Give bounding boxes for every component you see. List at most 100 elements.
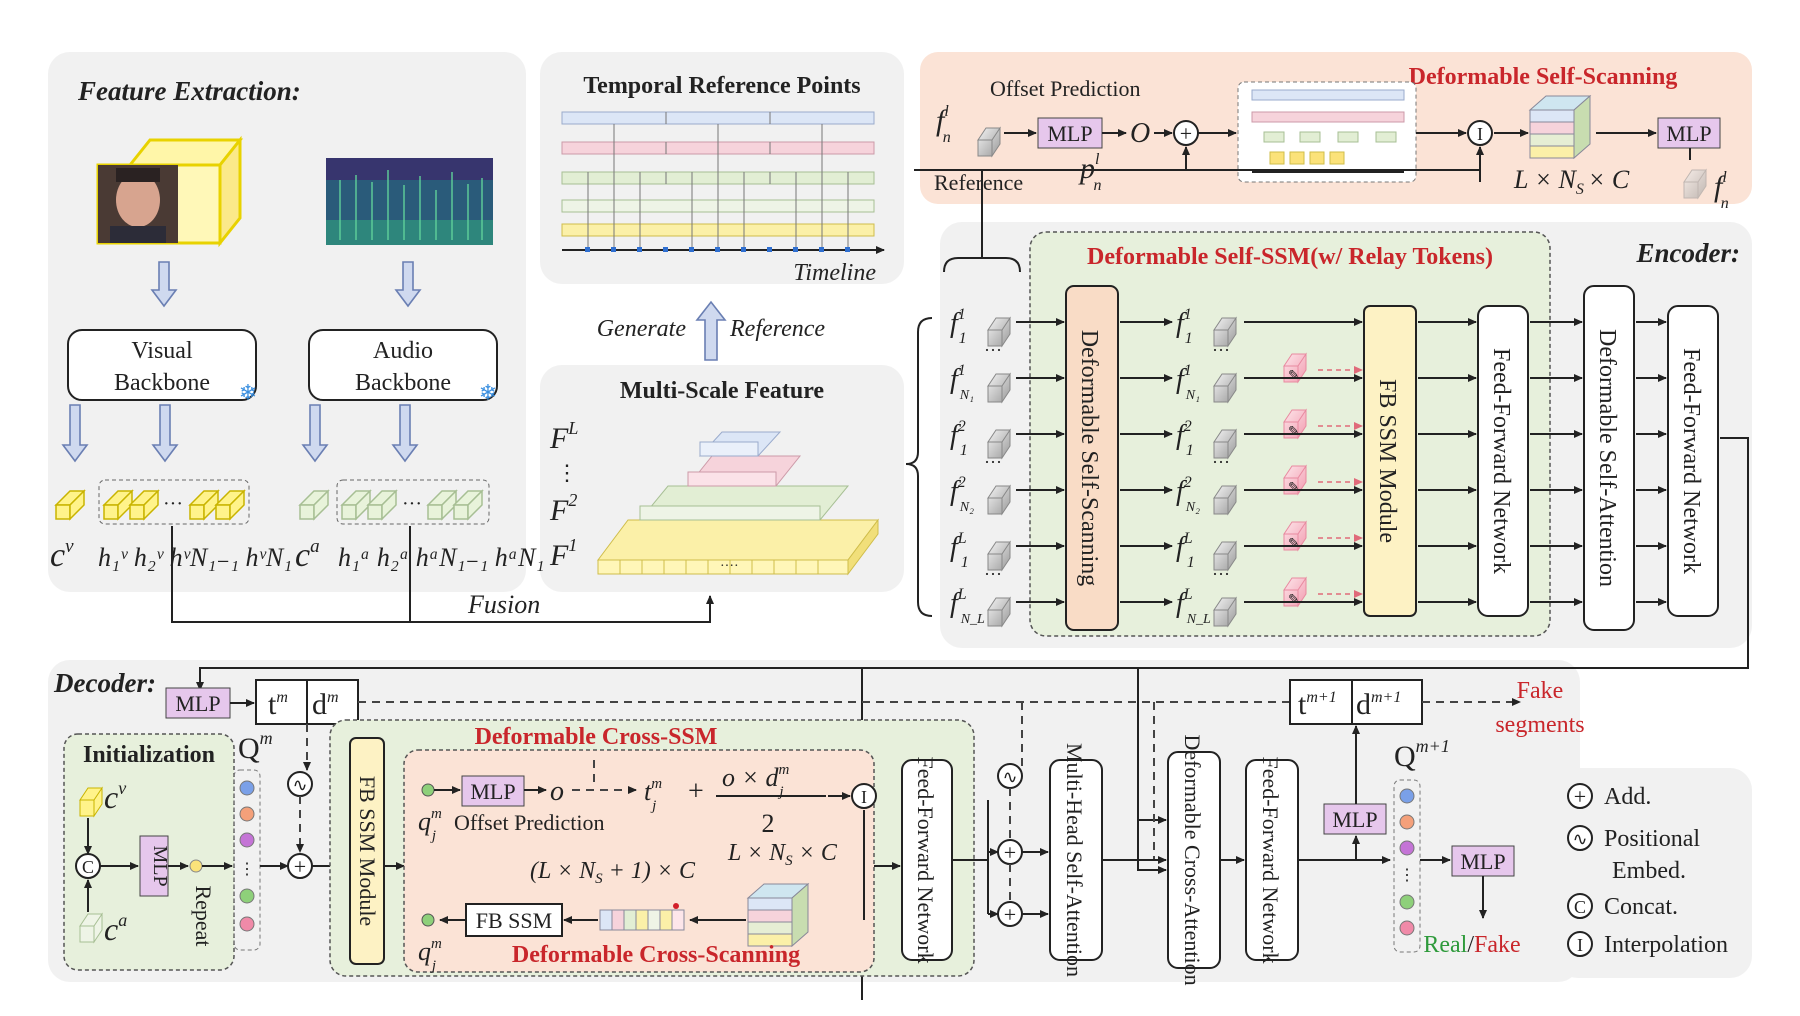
real-fake-label: Real/Fake xyxy=(1423,932,1520,958)
generate-label: Generate xyxy=(597,316,687,342)
temporal-title: Temporal Reference Points xyxy=(583,73,860,99)
mhsa-label: Multi-Head Self-Attention xyxy=(1062,743,1087,977)
interp-glyph: I xyxy=(861,787,867,807)
decoder-mlp-label: MLP xyxy=(175,691,220,716)
dca-label: Deformable Cross-Attention xyxy=(1180,734,1205,985)
legend-add: Add. xyxy=(1604,784,1651,810)
tm1-label: tm+1 xyxy=(1298,688,1337,721)
fb-ssm-module-label: FB SSM Module xyxy=(1374,379,1400,543)
init-cv-label: cv xyxy=(104,778,126,815)
encoder-title: Encoder: xyxy=(1636,238,1741,268)
svg-text:∿: ∿ xyxy=(1572,829,1587,849)
token-cube-icon xyxy=(79,786,103,818)
visual-backbone-box xyxy=(67,329,257,401)
formula-two: 2 xyxy=(762,809,775,838)
fusion-arrow xyxy=(171,526,714,623)
add-plus-glyph: + xyxy=(1004,902,1016,927)
audio-backbone-box xyxy=(308,329,498,401)
mlp-up-box xyxy=(1323,803,1387,835)
qm-stack xyxy=(233,769,261,951)
decoder-ffn-label: Feed-Forward Network xyxy=(913,756,938,963)
feature-cube-icon xyxy=(746,882,810,948)
fake-segments-label-2: segments xyxy=(1495,712,1584,738)
token-cube-icon xyxy=(1683,168,1707,200)
cross-mlp-box xyxy=(461,775,525,807)
video-clip-icon xyxy=(96,135,244,248)
visual-backbone-label-1: Visual xyxy=(131,338,193,364)
token-cube-icon xyxy=(977,126,1001,158)
offset-prediction-label: Offset Prediction xyxy=(990,76,1141,101)
pos-embed-glyph: ∿ xyxy=(1002,767,1017,787)
o-label: O xyxy=(1130,118,1150,149)
svg-text:····: ···· xyxy=(720,559,739,574)
cross-fb-ssm-label: FB SSM xyxy=(476,908,552,933)
svg-text:···: ··· xyxy=(163,493,183,515)
ellipsis-vertical: ⋮ xyxy=(556,460,578,485)
query-dot xyxy=(189,859,203,873)
svg-text:C: C xyxy=(1574,897,1586,917)
mlp-out-box xyxy=(1451,845,1515,877)
legend: + Add. ∿ Positional Embed. C Concat. I I… xyxy=(1567,783,1728,958)
svg-text:✎: ✎ xyxy=(1288,593,1300,608)
svg-text:⋮: ⋮ xyxy=(1399,867,1415,884)
dsa-label: Deformable Self-Attention xyxy=(1594,329,1620,587)
deformable-self-scanning-box xyxy=(1065,285,1119,631)
tm-label: tm xyxy=(268,688,288,721)
token-cube-icon xyxy=(79,912,103,944)
decoder-title: Decoder: xyxy=(53,668,156,698)
feature-extraction-title: Feature Extraction: xyxy=(77,76,301,106)
pos-embed-glyph: ∿ xyxy=(292,775,307,795)
cv-label: cv xyxy=(50,536,74,574)
initialization-title: Initialization xyxy=(83,742,215,768)
multiscale-pyramid: ···· xyxy=(597,431,879,576)
interp-glyph: I xyxy=(1477,124,1483,144)
feature-cube-icon xyxy=(1528,94,1592,160)
audio-backbone-label-2: Backbone xyxy=(355,370,451,396)
qm-label: Qm xyxy=(238,728,273,765)
spectrogram-icon xyxy=(326,158,493,245)
dss-shape-label: L × NS× C xyxy=(1513,165,1630,198)
f1-label: F1 xyxy=(549,535,577,572)
add-plus-glyph: + xyxy=(294,854,306,879)
visual-tokens: ··· xyxy=(54,479,250,525)
dss-reference-label: Reference xyxy=(934,170,1023,195)
dss-mlp2-label: MLP xyxy=(1666,121,1711,146)
svg-text:✎: ✎ xyxy=(1288,481,1300,496)
formula-len: (L × NS + 1) × C xyxy=(530,858,696,887)
brace-top-icon xyxy=(943,257,1021,273)
tm1-dm1-box xyxy=(1289,679,1423,725)
fake-segments-label-1: Fake xyxy=(1517,678,1564,704)
query-dot xyxy=(421,783,435,797)
fusion-label: Fusion xyxy=(467,590,540,619)
svg-text:⋮: ⋮ xyxy=(239,861,255,878)
svg-text:✎: ✎ xyxy=(1288,537,1300,552)
ffn2-label: Feed-Forward Network xyxy=(1678,348,1704,574)
cross-scanning-title: Deformable Cross-Scanning xyxy=(512,942,800,968)
f2-label: F2 xyxy=(549,490,577,527)
qm-dots: ⋮ xyxy=(239,780,255,932)
cross-mlp-label: MLP xyxy=(470,779,515,804)
ffn2-box xyxy=(1667,305,1719,617)
frozen-snowflake-icon: ❄ xyxy=(239,380,257,405)
frozen-snowflake-icon: ❄ xyxy=(479,380,497,405)
decoder-fb-ssm-box xyxy=(349,737,385,965)
feature-flow-arrows xyxy=(61,261,422,463)
repeat-label: Repeat xyxy=(191,885,216,946)
decoder-ffn2-label: Feed-Forward Network xyxy=(1258,756,1283,963)
mlp-up-label: MLP xyxy=(1332,807,1377,832)
audio-backbone-label-1: Audio xyxy=(373,338,433,364)
timeline-label: Timeline xyxy=(793,260,876,286)
qm1-label: Qm+1 xyxy=(1394,736,1450,773)
plus-label: + xyxy=(688,776,704,807)
memory-to-cross-attn xyxy=(1137,668,1167,874)
dss-mlp-box xyxy=(1037,117,1103,149)
formula-shape: L × NS × C xyxy=(727,840,838,869)
qm1-dots: ⋮ xyxy=(1399,788,1415,936)
hv-label: h₁ᵛ h₂ᵛ hᵛN₁₋₁ hᵛN₁ xyxy=(98,543,292,572)
legend-pos-1: Positional xyxy=(1604,826,1700,852)
svg-text:✎: ✎ xyxy=(1288,425,1300,440)
ffn-box xyxy=(1477,305,1529,617)
reference-label: Reference xyxy=(729,316,825,342)
